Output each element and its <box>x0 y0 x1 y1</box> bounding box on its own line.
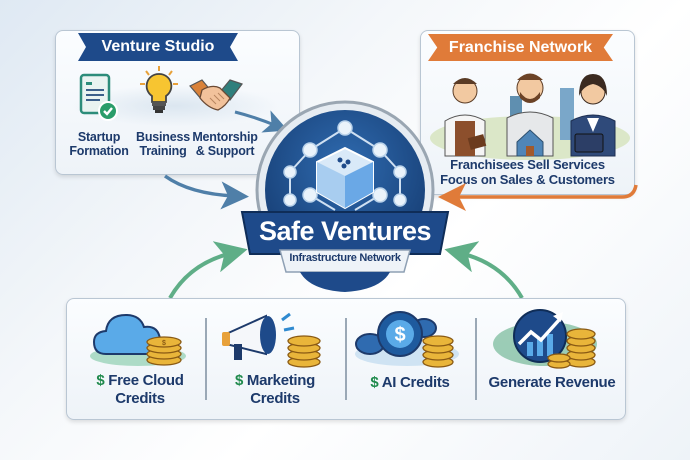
startup-formation-label: Startup Formation <box>69 130 129 159</box>
divider <box>475 318 477 400</box>
svg-text:$: $ <box>162 340 166 347</box>
free-cloud-credits-label: $ Free Cloud Credits <box>96 372 184 407</box>
franchise-caption: Franchisees Sell Services Focus on Sales… <box>440 157 615 187</box>
ai-credits-label: $ AI Credits <box>370 374 450 391</box>
revenue-chart-icon <box>485 304 610 370</box>
document-check-icon <box>78 73 120 123</box>
center-subtitle: Infrastructure Network <box>289 252 401 264</box>
franchise-network-banner: Franchise Network <box>428 34 613 61</box>
mentorship-support-label: Mentorship & Support <box>192 130 258 159</box>
venture-studio-banner: Venture Studio <box>78 33 238 61</box>
safe-ventures-emblem <box>240 100 450 300</box>
handshake-icon <box>188 76 244 116</box>
ai-coins-icon: $ <box>352 306 462 370</box>
franchisees-people-icon <box>425 66 635 161</box>
lightbulb-icon <box>136 64 182 120</box>
megaphone-coins-icon <box>220 308 332 370</box>
divider <box>345 318 347 400</box>
divider <box>205 318 207 400</box>
franchise-network-title: Franchise Network <box>448 38 593 56</box>
venture-studio-title: Venture Studio <box>101 38 215 55</box>
business-training-label: Business Training <box>136 130 190 159</box>
cloud-coins-icon: $ <box>88 308 196 370</box>
svg-text:$: $ <box>394 324 405 346</box>
marketing-credits-label: $ Marketing Credits <box>234 372 316 407</box>
center-title: Safe Ventures <box>258 216 432 246</box>
generate-revenue-label: Generate Revenue <box>488 374 616 391</box>
